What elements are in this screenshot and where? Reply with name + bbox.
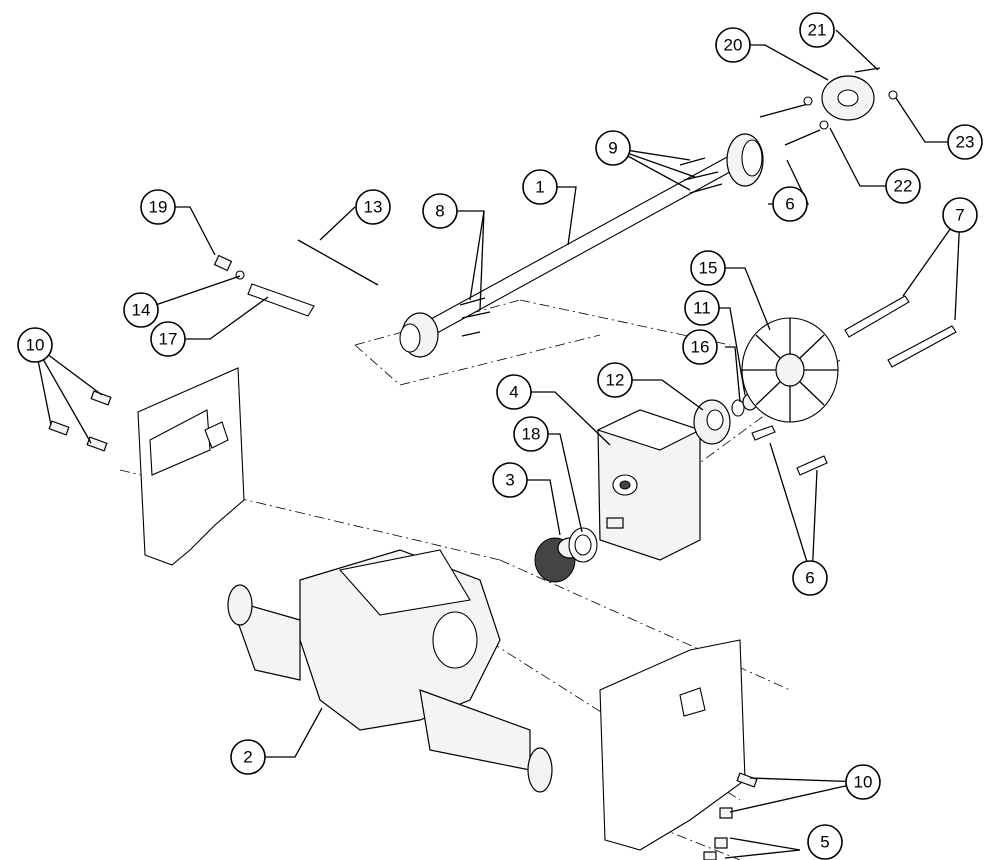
transaxle xyxy=(227,549,553,793)
callout-19-label: 19 xyxy=(149,198,168,217)
callout-20-label: 20 xyxy=(724,36,743,55)
callout-6-coupler-label: 6 xyxy=(785,195,794,214)
callout-20: 20 xyxy=(715,27,751,63)
callout-16-label: 16 xyxy=(691,338,710,357)
callout-10-left: 10 xyxy=(17,327,53,363)
callout-10-right-label: 10 xyxy=(854,773,873,792)
callout-7-label: 7 xyxy=(955,206,964,225)
shaft-bolts xyxy=(459,157,723,337)
callout-23: 23 xyxy=(947,124,983,160)
callout-22-label: 22 xyxy=(894,177,913,196)
callout-3: 3 xyxy=(492,462,528,498)
callout-8-label: 8 xyxy=(435,202,444,221)
callout-15-label: 15 xyxy=(699,259,718,278)
callout-9: 9 xyxy=(595,130,631,166)
callout-14-label: 14 xyxy=(132,301,151,320)
callout-12-label: 12 xyxy=(606,371,625,390)
callout-14: 14 xyxy=(123,292,159,328)
callout-9-label: 9 xyxy=(608,139,617,158)
callout-21: 21 xyxy=(799,12,835,48)
callout-13-label: 13 xyxy=(364,198,383,217)
callout-13: 13 xyxy=(355,189,391,225)
callout-10-right: 10 xyxy=(845,764,881,800)
callout-5-label: 5 xyxy=(820,833,829,852)
callout-2-label: 2 xyxy=(243,748,252,767)
callout-10-left-label: 10 xyxy=(26,336,45,355)
callout-17-label: 17 xyxy=(159,330,178,349)
cooling-fan xyxy=(741,317,839,423)
coupler-flange xyxy=(759,67,898,146)
wire-tie xyxy=(297,239,379,286)
callout-6-pump-label: 6 xyxy=(805,569,814,588)
small-parts-left xyxy=(213,254,315,317)
callout-23-label: 23 xyxy=(956,133,975,152)
callout-16: 16 xyxy=(682,329,718,365)
seal-ring xyxy=(568,527,598,563)
callout-15: 15 xyxy=(690,250,726,286)
callout-4: 4 xyxy=(496,374,532,410)
callout-7: 7 xyxy=(942,197,978,233)
callout-6-coupler: 6 xyxy=(772,186,808,222)
callout-17: 17 xyxy=(150,321,186,357)
callout-18-label: 18 xyxy=(522,425,541,444)
left-frame-plate xyxy=(137,367,245,566)
callout-8: 8 xyxy=(422,193,458,229)
leader-15 xyxy=(725,267,771,331)
right-bolts xyxy=(703,772,758,860)
callout-18: 18 xyxy=(513,416,549,452)
long-bolts xyxy=(844,295,957,368)
callout-21-label: 21 xyxy=(808,21,827,40)
callout-6-pump: 6 xyxy=(792,560,828,596)
callout-1: 1 xyxy=(522,169,558,205)
drive-shaft xyxy=(399,133,764,358)
callout-11: 11 xyxy=(684,290,720,326)
callout-5: 5 xyxy=(807,824,843,860)
callout-19: 19 xyxy=(140,189,176,225)
callout-4-label: 4 xyxy=(509,383,518,402)
callout-3-label: 3 xyxy=(505,471,514,490)
callout-22: 22 xyxy=(885,168,921,204)
callout-11-label: 11 xyxy=(693,299,711,318)
callout-12: 12 xyxy=(597,362,633,398)
left-bolts xyxy=(48,390,112,452)
callout-2: 2 xyxy=(230,739,266,775)
pump-housing xyxy=(596,409,702,561)
callout-1-label: 1 xyxy=(535,178,544,197)
right-frame-plate xyxy=(599,639,746,851)
pulley-hub xyxy=(693,399,731,445)
pump-bolts xyxy=(751,425,828,476)
washer xyxy=(731,399,745,417)
